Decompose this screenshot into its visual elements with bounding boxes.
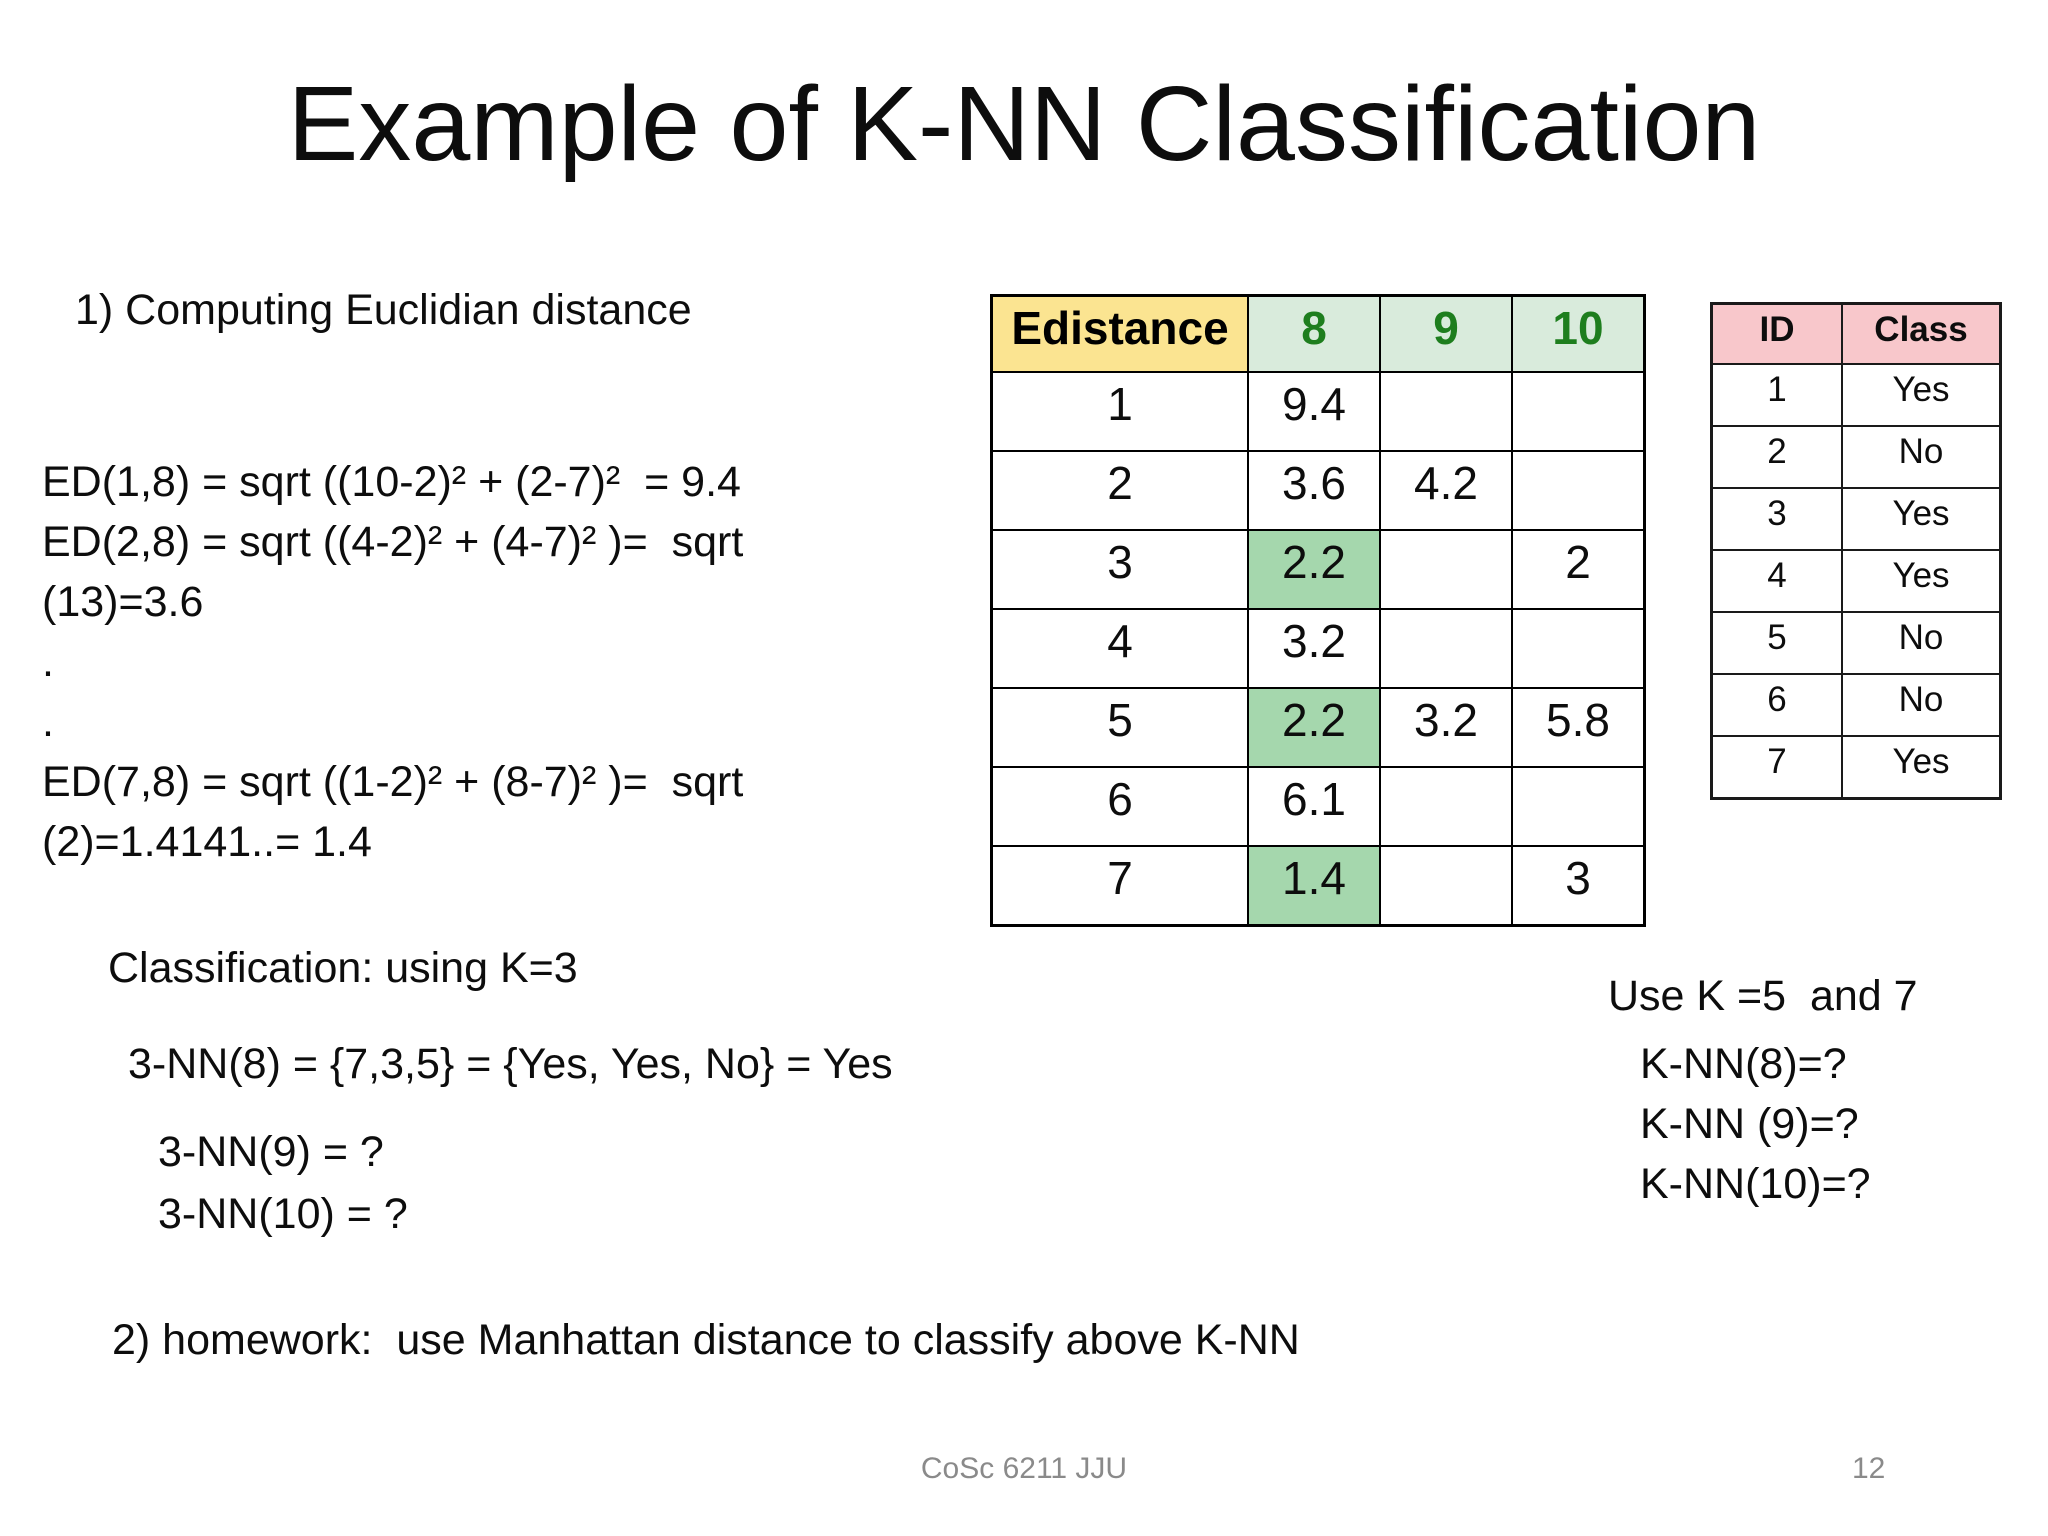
distance-cell-highlighted: 2.2 (1247, 687, 1381, 768)
class-cell: Yes (1841, 549, 2002, 613)
distance-row-3: 3 2.2 2 (990, 529, 1646, 610)
distance-cell: 3.6 (1247, 450, 1381, 531)
ed-line-6: ED(7,8) = sqrt ((1-2)² + (8-7)² )= sqrt (42, 758, 744, 806)
distance-cell (1511, 450, 1646, 531)
id-class-row-4: 4 Yes (1710, 549, 2002, 613)
distance-cell: 5 (990, 687, 1249, 768)
distance-cell: 5.8 (1511, 687, 1646, 768)
distance-cell: 3 (990, 529, 1249, 610)
distance-cell-highlighted: 1.4 (1247, 845, 1381, 927)
class-cell: No (1841, 673, 2002, 737)
distance-row-2: 2 3.6 4.2 (990, 450, 1646, 531)
distance-header-edistance: Edistance (990, 294, 1249, 373)
ed-calculations: ED(1,8) = sqrt ((10-2)² + (2-7)² = 9.4 E… (42, 452, 743, 872)
distance-cell (1379, 766, 1513, 847)
distance-cell: 6 (990, 766, 1249, 847)
distance-cell: 4.2 (1379, 450, 1513, 531)
distance-cell (1379, 608, 1513, 689)
class-cell: Yes (1841, 487, 2002, 551)
distance-cell (1511, 608, 1646, 689)
classification-3nn8: 3-NN(8) = {7,3,5} = {Yes, Yes, No} = Yes (128, 1040, 893, 1088)
distance-cell: 3.2 (1247, 608, 1381, 689)
id-cell: 1 (1710, 363, 1843, 427)
classification-3nn10: 3-NN(10) = ? (158, 1190, 408, 1238)
classification-3nn9: 3-NN(9) = ? (158, 1128, 384, 1176)
class-header: Class (1841, 302, 2002, 365)
id-header: ID (1710, 302, 1843, 365)
class-cell: No (1841, 425, 2002, 489)
id-class-row-1: 1 Yes (1710, 363, 2002, 427)
id-cell: 7 (1710, 735, 1843, 800)
ed-line-3: (13)=3.6 (42, 578, 204, 626)
distance-cell: 1 (990, 371, 1249, 452)
distance-table-header-row: Edistance 8 9 10 (990, 294, 1646, 373)
use-k-knn8: K-NN(8)=? (1640, 1040, 1847, 1088)
id-cell: 4 (1710, 549, 1843, 613)
id-cell: 2 (1710, 425, 1843, 489)
distance-table: Edistance 8 9 10 1 9.4 2 3.6 4.2 3 2.2 2… (990, 294, 1646, 927)
use-k-knn10: K-NN(10)=? (1640, 1160, 1871, 1208)
distance-cell: 2 (1511, 529, 1646, 610)
distance-cell (1511, 766, 1646, 847)
distance-header-9: 9 (1379, 294, 1513, 373)
distance-row-6: 6 6.1 (990, 766, 1646, 847)
page-title: Example of K-NN Classification (287, 65, 1761, 183)
distance-header-8: 8 (1247, 294, 1381, 373)
distance-cell-highlighted: 2.2 (1247, 529, 1381, 610)
classification-heading: Classification: using K=3 (108, 944, 578, 992)
distance-row-1: 1 9.4 (990, 371, 1646, 452)
footer-course-label: CoSc 6211 JJU (920, 1452, 1128, 1485)
distance-header-10: 10 (1511, 294, 1646, 373)
id-cell: 5 (1710, 611, 1843, 675)
page-number: 12 (1852, 1452, 1886, 1485)
id-class-row-6: 6 No (1710, 673, 2002, 737)
ed-line-1: ED(1,8) = sqrt ((10-2)² + (2-7)² = 9.4 (42, 458, 741, 506)
distance-cell (1379, 845, 1513, 927)
distance-cell (1379, 529, 1513, 610)
id-class-table: ID Class 1 Yes 2 No 3 Yes 4 Yes 5 No 6 N… (1710, 302, 2002, 800)
id-cell: 3 (1710, 487, 1843, 551)
distance-row-7: 7 1.4 3 (990, 845, 1646, 927)
id-class-header-row: ID Class (1710, 302, 2002, 365)
class-cell: Yes (1841, 735, 2002, 800)
distance-cell: 4 (990, 608, 1249, 689)
id-class-row-3: 3 Yes (1710, 487, 2002, 551)
class-cell: Yes (1841, 363, 2002, 427)
distance-cell: 9.4 (1247, 371, 1381, 452)
use-k-heading: Use K =5 and 7 (1608, 972, 1918, 1020)
ed-line-5: . (42, 698, 54, 746)
id-class-row-5: 5 No (1710, 611, 2002, 675)
class-cell: No (1841, 611, 2002, 675)
distance-cell: 2 (990, 450, 1249, 531)
id-cell: 6 (1710, 673, 1843, 737)
homework-note: 2) homework: use Manhattan distance to c… (112, 1316, 1300, 1364)
distance-cell: 6.1 (1247, 766, 1381, 847)
distance-cell (1379, 371, 1513, 452)
id-class-row-2: 2 No (1710, 425, 2002, 489)
use-k-knn9: K-NN (9)=? (1640, 1100, 1859, 1148)
euclidian-heading: 1) Computing Euclidian distance (75, 286, 692, 334)
distance-row-4: 4 3.2 (990, 608, 1646, 689)
distance-cell: 3 (1511, 845, 1646, 927)
distance-row-5: 5 2.2 3.2 5.8 (990, 687, 1646, 768)
distance-cell: 3.2 (1379, 687, 1513, 768)
ed-line-7: (2)=1.4141..= 1.4 (42, 818, 372, 866)
distance-cell: 7 (990, 845, 1249, 927)
ed-line-4: . (42, 638, 54, 686)
distance-cell (1511, 371, 1646, 452)
ed-line-2: ED(2,8) = sqrt ((4-2)² + (4-7)² )= sqrt (42, 518, 744, 566)
id-class-row-7: 7 Yes (1710, 735, 2002, 800)
